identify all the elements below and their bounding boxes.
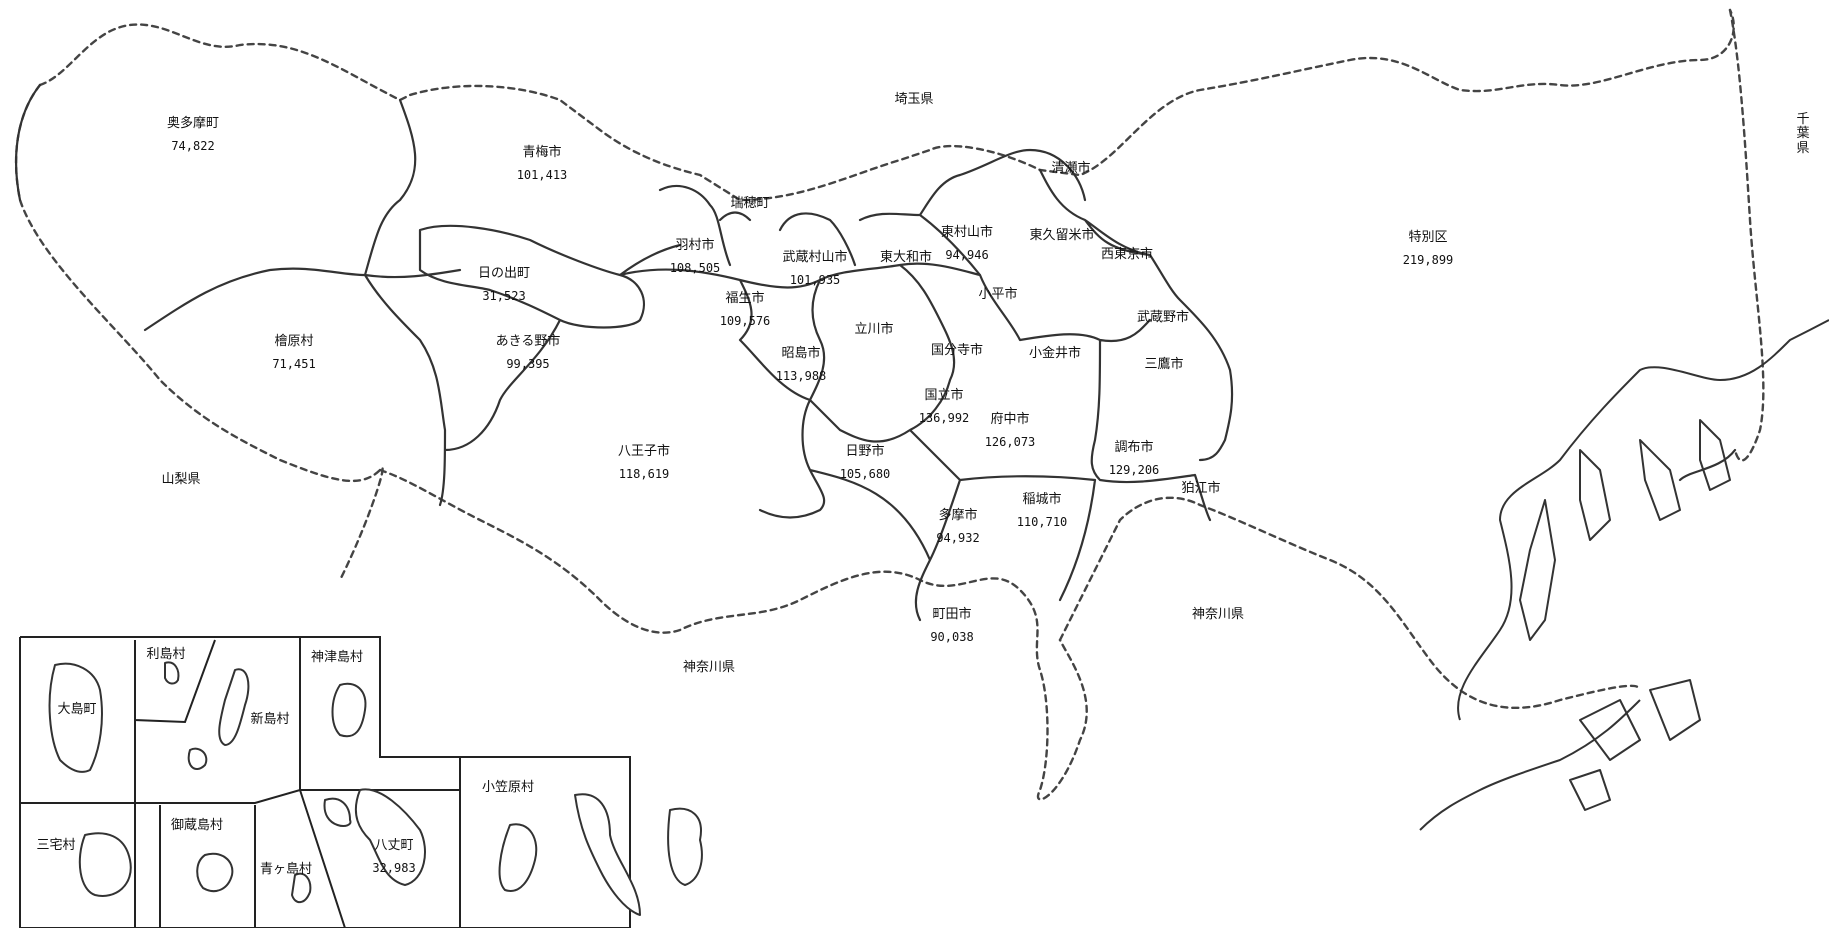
label-higashiyamato: 東大和市 <box>879 250 933 265</box>
island-miyake <box>78 832 132 897</box>
label-miyake: 三宅村 <box>36 838 76 853</box>
label-aogashima: 青ヶ島村 <box>259 862 313 877</box>
boundary-kanagawa-west <box>378 468 1088 801</box>
label-higashikurume: 東久留米市 <box>1029 228 1095 243</box>
label-mizuho: 瑞穂町 <box>730 196 770 211</box>
island-hachijo <box>323 788 426 886</box>
bay-landfill <box>1519 419 1731 811</box>
label-nishitokyo: 西東京市 <box>1100 247 1154 262</box>
label-kanagawa-east: 神奈川県 <box>1191 607 1245 622</box>
tokyo-outline <box>14 83 1737 482</box>
municipal-borders <box>143 98 1234 622</box>
label-koganei: 小金井市 <box>1028 346 1082 361</box>
label-tachikawa: 立川市 <box>854 322 894 337</box>
label-chiba: 千葉県 <box>1796 112 1810 156</box>
label-mitaka: 三鷹市 <box>1144 357 1184 372</box>
label-komae: 狛江市 <box>1181 481 1221 496</box>
label-kozushima: 神津島村 <box>310 650 364 665</box>
islands-inset <box>19 636 703 928</box>
label-kodaira: 小平市 <box>978 287 1018 302</box>
label-niijima: 新島村 <box>250 712 290 727</box>
boundary-yamanashi <box>14 83 384 582</box>
label-toshima: 利島村 <box>146 647 186 662</box>
island-niijima <box>187 668 250 770</box>
label-mikura: 御蔵島村 <box>170 818 224 833</box>
island-kozushima <box>331 682 367 738</box>
label-kokubunji: 国分寺市 <box>930 343 984 358</box>
island-mikura <box>196 852 234 893</box>
label-musashino: 武蔵野市 <box>1136 310 1190 325</box>
label-oshima: 大島町 <box>57 702 97 717</box>
boundary-saitama <box>38 8 1735 202</box>
island-ogasawara <box>498 793 703 916</box>
label-ogasawara: 小笠原村 <box>481 780 535 795</box>
south-coast <box>1419 699 1641 831</box>
boundary-kanagawa-east <box>1058 496 1642 709</box>
island-toshima <box>164 661 180 685</box>
coastline <box>1457 319 1829 721</box>
island-aogashima <box>291 872 312 904</box>
label-kanagawa-west: 神奈川県 <box>682 660 736 675</box>
label-yamanashi: 山梨県 <box>161 472 201 487</box>
label-saitama: 埼玉県 <box>894 92 934 107</box>
label-kiyose: 清瀬市 <box>1051 161 1091 176</box>
boundary-chiba <box>1728 8 1765 462</box>
island-oshima <box>48 662 103 773</box>
